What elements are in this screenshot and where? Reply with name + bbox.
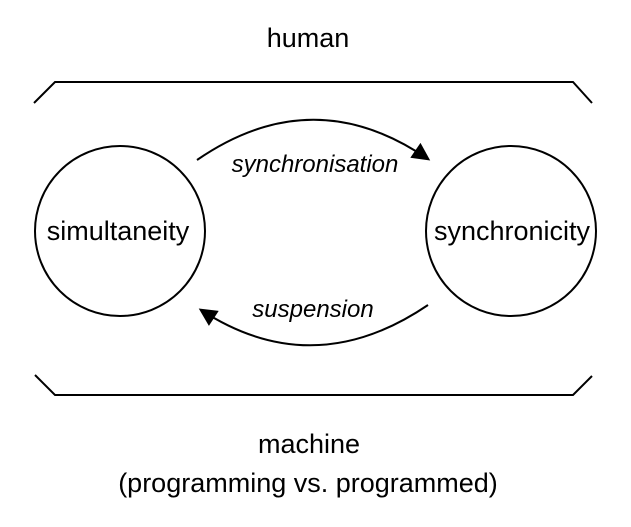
- synchronicity-label: synchronicity: [434, 216, 591, 246]
- machine-sublabel: (programming vs. programmed): [118, 468, 498, 498]
- suspension-arrow: [198, 304, 429, 347]
- human-label: human: [267, 23, 350, 53]
- suspension-label: suspension: [252, 296, 373, 323]
- machine-label: machine: [258, 429, 360, 459]
- synchronisation-arrow: [196, 118, 431, 161]
- simultaneity-label: simultaneity: [47, 216, 190, 246]
- simultaneity-circle: [34, 145, 206, 317]
- top-bracket: [33, 81, 593, 104]
- bottom-bracket: [34, 374, 593, 396]
- synchronisation-label: synchronisation: [232, 151, 399, 178]
- synchronicity-circle: [425, 145, 597, 317]
